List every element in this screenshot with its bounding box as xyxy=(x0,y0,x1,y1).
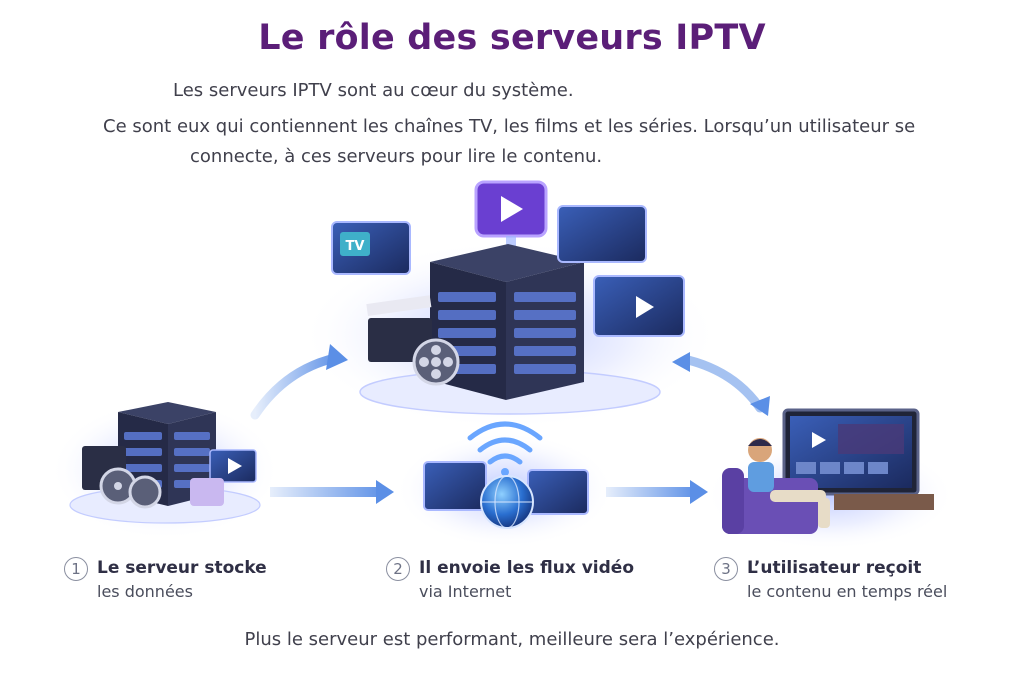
step-3-title: L’utilisateur reçoit xyxy=(747,558,922,578)
tv-channel-card: TV xyxy=(331,221,411,275)
central-server-group: TV xyxy=(300,180,720,430)
intro-line-1: Les serveurs IPTV sont au cœur du systèm… xyxy=(173,80,574,101)
step-1-title: Le serveur stocke xyxy=(97,558,267,578)
television-icon xyxy=(782,408,920,496)
arrow-icon xyxy=(606,487,692,497)
network-group xyxy=(395,421,615,548)
play-icon xyxy=(501,196,523,222)
intro-line-2: Ce sont eux qui contiennent les chaînes … xyxy=(103,116,916,137)
flow-arrows xyxy=(250,344,770,504)
movie-screen-card xyxy=(557,205,647,263)
arrow-icon xyxy=(250,353,340,420)
user-group xyxy=(705,408,955,550)
stream-screen-right xyxy=(527,469,589,515)
step-2-number: 2 xyxy=(386,557,410,581)
step-2-subtitle: via Internet xyxy=(419,582,512,601)
step-3-number: 3 xyxy=(714,557,738,581)
film-reel-icon xyxy=(412,338,460,386)
play-icon xyxy=(812,432,826,448)
step-1-subtitle: les données xyxy=(97,582,193,601)
page-title: Le rôle des serveurs IPTV xyxy=(258,18,766,58)
play-icon xyxy=(228,458,242,474)
intro-line-3: connecte, à ces serveurs pour lire le co… xyxy=(190,146,603,167)
tv-stand xyxy=(834,494,934,510)
arrow-icon xyxy=(683,355,765,413)
footer-note: Plus le serveur est performant, meilleur… xyxy=(244,629,780,650)
storage-box xyxy=(190,478,224,506)
user-on-sofa-icon xyxy=(722,438,830,534)
storage-server-group xyxy=(50,400,280,540)
step-1-number: 1 xyxy=(64,557,88,581)
stream-screen-left xyxy=(423,461,487,511)
play-icon xyxy=(636,296,654,318)
film-reel-icon xyxy=(128,475,162,509)
wifi-icon xyxy=(467,421,543,465)
central-server xyxy=(430,244,584,400)
step-2-title: Il envoie les flux vidéo xyxy=(419,558,635,578)
step-3-subtitle: le contenu en temps réel xyxy=(747,582,948,601)
tv-badge: TV xyxy=(346,239,365,254)
arrow-icon xyxy=(270,487,380,497)
